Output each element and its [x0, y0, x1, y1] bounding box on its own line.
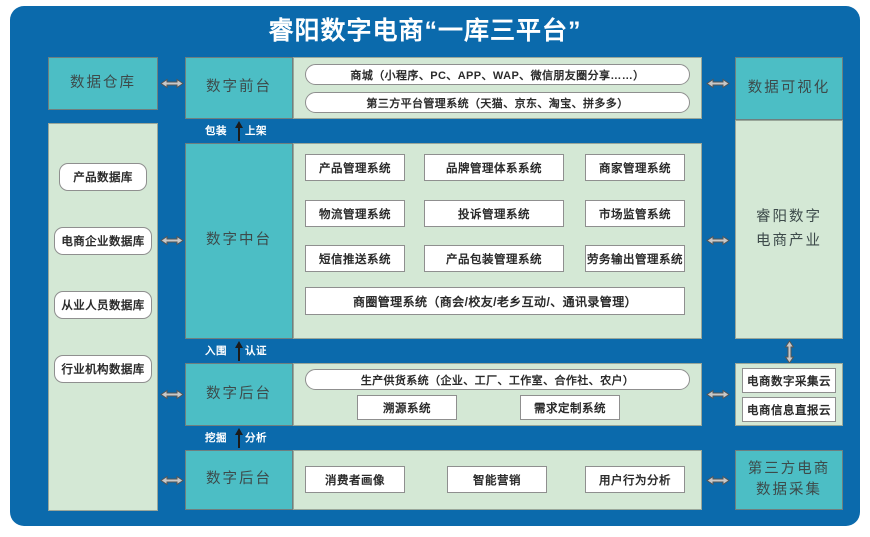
back-analytics-item-user-behavior[interactable]: 用户行为分析 [585, 466, 685, 493]
arrow-label-packaging: 包装 [205, 125, 227, 137]
double-arrow-back-supply-clouds [706, 389, 730, 400]
back-supply-pill-production[interactable]: 生产供货系统（企业、工厂、工作室、合作社、农户） [305, 369, 690, 390]
arrow-label-entry: 入围 [205, 345, 227, 357]
database-item-ecommerce-enterprise[interactable]: 电商企业数据库 [54, 227, 152, 255]
double-arrow-warehouse-back-supply [160, 389, 184, 400]
double-arrow-warehouse-middle [160, 235, 184, 246]
database-item-practitioner[interactable]: 从业人员数据库 [54, 291, 152, 319]
layer-back-analytics-label: 数字后台 [185, 450, 293, 510]
data-warehouse-header: 数据仓库 [48, 57, 158, 110]
middle-system-complaint-mgmt[interactable]: 投诉管理系统 [424, 200, 564, 227]
arrow-label-mining: 挖掘 [205, 432, 227, 444]
database-item-industry-org[interactable]: 行业机构数据库 [54, 355, 152, 383]
double-arrow-middle-industry [706, 235, 730, 246]
right-cloud-item-data-collection[interactable]: 电商数字采集云 [742, 368, 836, 393]
middle-system-brand-mgmt[interactable]: 品牌管理体系系统 [424, 154, 564, 181]
double-arrow-warehouse-front [160, 78, 184, 89]
back-supply-item-traceability[interactable]: 溯源系统 [357, 395, 457, 420]
right-industry-label: 睿阳数字 电商产业 [756, 206, 822, 252]
industry-line-2: 电商产业 [756, 232, 822, 249]
up-arrow-back-analytics [235, 428, 243, 448]
layer-middle-label: 数字中台 [185, 143, 293, 339]
right-third-party-collection-box: 第三方电商 数据采集 [735, 450, 843, 510]
middle-system-product-mgmt[interactable]: 产品管理系统 [305, 154, 405, 181]
right-cloud-item-info-report[interactable]: 电商信息直报云 [742, 397, 836, 422]
back-analytics-item-smart-marketing[interactable]: 智能营销 [447, 466, 547, 493]
middle-system-business-circle-mgmt[interactable]: 商圈管理系统（商会/校友/老乡互动/、通讯录管理） [305, 287, 685, 315]
double-arrow-back-analytics-third-party [706, 475, 730, 486]
middle-system-labor-output-mgmt[interactable]: 劳务输出管理系统 [585, 245, 685, 272]
third-party-line-1: 第三方电商 [747, 460, 831, 477]
layer-front-label: 数字前台 [185, 57, 293, 119]
layer-back-supply-label: 数字后台 [185, 363, 293, 426]
industry-line-1: 睿阳数字 [756, 209, 822, 226]
third-party-line-2: 数据采集 [756, 482, 822, 498]
middle-system-product-packaging-mgmt[interactable]: 产品包装管理系统 [424, 245, 564, 272]
front-item-third-party-platform[interactable]: 第三方平台管理系统（天猫、京东、淘宝、拼多多） [305, 92, 690, 113]
page-title: 睿阳数字电商“一库三平台” [268, 17, 582, 45]
right-visualization-box: 数据可视化 [735, 57, 843, 120]
double-arrow-warehouse-back-analytics [160, 475, 184, 486]
up-arrow-front-middle [235, 121, 243, 141]
middle-system-merchant-mgmt[interactable]: 商家管理系统 [585, 154, 685, 181]
arrow-label-analysis: 分析 [245, 432, 267, 444]
front-item-mall[interactable]: 商城（小程序、PC、APP、WAP、微信朋友圈分享……） [305, 64, 690, 85]
middle-system-logistics-mgmt[interactable]: 物流管理系统 [305, 200, 405, 227]
double-arrow-front-visualization [706, 78, 730, 89]
vertical-double-arrow-industry-clouds [784, 340, 795, 364]
right-industry-panel: 睿阳数字 电商产业 [735, 120, 843, 339]
back-analytics-item-consumer-profile[interactable]: 消费者画像 [305, 466, 405, 493]
back-supply-item-custom-demand[interactable]: 需求定制系统 [520, 395, 620, 420]
up-arrow-middle-back [235, 341, 243, 361]
database-item-product[interactable]: 产品数据库 [59, 163, 147, 191]
arrow-label-certification: 认证 [245, 345, 267, 357]
middle-system-market-supervision[interactable]: 市场监管系统 [585, 200, 685, 227]
arrow-label-listing: 上架 [245, 125, 267, 137]
middle-system-sms-push[interactable]: 短信推送系统 [305, 245, 405, 272]
third-party-label: 第三方电商 数据采集 [748, 459, 831, 501]
